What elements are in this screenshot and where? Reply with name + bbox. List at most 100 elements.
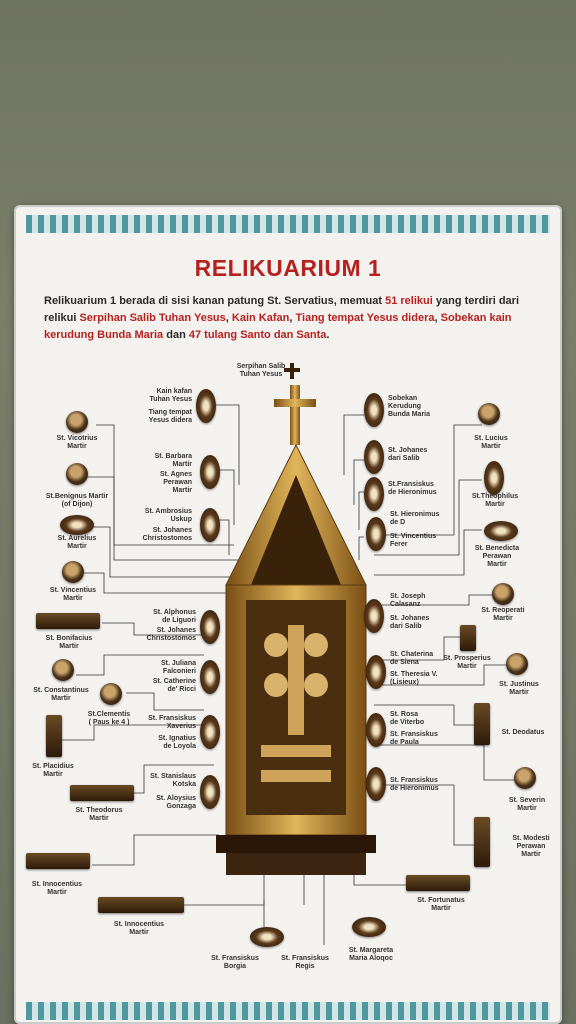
label-tiang: Tiang tempat Yesus didera bbox=[148, 409, 192, 424]
relic-medal-icon bbox=[62, 561, 84, 583]
intro-paragraph: Relikuarium 1 berada di sisi kanan patun… bbox=[44, 293, 538, 344]
relic-almond-icon bbox=[364, 477, 384, 511]
label-fransiskus-regis: St. Fransiskus Regis bbox=[281, 955, 329, 970]
label-severin: St. Severin Martir bbox=[508, 797, 546, 812]
relic-medal-icon bbox=[492, 583, 514, 605]
label-bonifacius: St. Bonifacius Martir bbox=[45, 635, 93, 650]
intro-highlight: Serpihan Salib Tuhan Yesus bbox=[79, 312, 226, 324]
label-juliana: St. Juliana Falconieri bbox=[160, 660, 196, 675]
relic-almond-icon bbox=[364, 440, 384, 474]
intro-highlight: Kain Kafan bbox=[231, 312, 290, 324]
label-modesti: St. Modesti Perawan Martir bbox=[512, 835, 550, 858]
label-catherine: St. Catherine de' Ricci bbox=[152, 678, 196, 693]
label-stanislaus: St. Stanislaus Kotska bbox=[150, 773, 196, 788]
relic-case-icon bbox=[26, 853, 90, 869]
relic-almond-icon bbox=[200, 715, 220, 749]
relic-almond-icon bbox=[250, 927, 284, 947]
relic-medal-icon bbox=[66, 411, 88, 433]
intro-text: Relikuarium 1 berada di sisi kanan patun… bbox=[44, 295, 386, 307]
intro-highlight: 51 relikui bbox=[385, 295, 433, 307]
relic-medal-icon bbox=[100, 683, 122, 705]
label-vicotrius: St. Vicotrius Martir bbox=[56, 435, 98, 450]
label-fransiskus-xav: St. Fransiskus Xaverius bbox=[148, 715, 196, 730]
label-deodatus: St. Deodatus bbox=[501, 729, 545, 736]
label-fransiskus-borgia: St. Fransiskus Borgia bbox=[211, 955, 259, 970]
relic-case-icon bbox=[36, 613, 100, 629]
label-rosa: St. Rosa de Viterbo bbox=[390, 711, 425, 726]
intro-text: , bbox=[289, 312, 296, 324]
label-ignatius: St. Ignatius de Loyola bbox=[158, 735, 196, 750]
label-clementis: St.Clementis ( Paus ke 4 ) bbox=[87, 711, 131, 726]
label-theodorus: St. Theodorus Martir bbox=[75, 807, 123, 822]
relic-medal-icon bbox=[506, 653, 528, 675]
label-alphonus: St. Alphonus de Liguori bbox=[153, 609, 196, 624]
connector-lines bbox=[60, 404, 519, 945]
label-innocentius: St. Innocentius Martir bbox=[31, 881, 83, 896]
label-sobekan: Sobekan Kerudung Bunda Maria bbox=[388, 395, 431, 418]
label-benignus: St.Benignus Martir (of Dijon) bbox=[45, 493, 109, 508]
label-vincentius-martir: St. Vincentius Martir bbox=[49, 587, 97, 602]
label-fransiskus-paula: St. Fransiskus de Paula bbox=[390, 731, 438, 746]
label-theresia: St. Theresia V. (Lisieux) bbox=[390, 671, 438, 686]
intro-highlight: Sobekan kain kerudung Bunda Maria bbox=[44, 312, 512, 341]
relic-medal-icon bbox=[66, 463, 88, 485]
label-kain-kafan: Kain kafan Tuhan Yesus bbox=[149, 388, 192, 403]
relic-case-icon bbox=[406, 875, 470, 891]
label-johanes-chr2: St. Johanes Christostomos bbox=[146, 627, 196, 642]
relic-almond-icon bbox=[366, 517, 386, 551]
decorative-border-top bbox=[26, 215, 550, 233]
relic-medal-icon bbox=[514, 767, 536, 789]
label-johanes-salib2: St. Johanes dari Salib bbox=[390, 615, 430, 630]
intro-text: , bbox=[434, 312, 441, 324]
label-johanes-chr: St. Johanes Christostomos bbox=[142, 527, 192, 542]
label-aurelius: St. Aurelius Martir bbox=[57, 535, 97, 550]
label-margareta: St. Margareta Maria Aloqoc bbox=[348, 947, 394, 962]
label-barbara: St. Barbara Martir bbox=[154, 453, 192, 468]
intro-text: . bbox=[326, 329, 330, 341]
relic-case-icon bbox=[46, 715, 62, 757]
relic-almond-icon bbox=[364, 599, 384, 633]
label-hieronimus: St. Hieronimus de D bbox=[390, 511, 440, 526]
intro-text: dan bbox=[163, 329, 189, 341]
relic-almond-icon bbox=[200, 660, 220, 694]
relic-almond-icon bbox=[200, 610, 220, 644]
relic-almond-icon bbox=[364, 393, 384, 427]
label-benedicta: St. Benedicta Perawan Martir bbox=[474, 545, 520, 568]
intro-text: yang terdiri dari relikui bbox=[44, 295, 520, 324]
relic-almond-icon bbox=[484, 461, 504, 495]
decorative-border-bottom bbox=[26, 1002, 550, 1020]
label-prosperius: St. Prosperius Martir bbox=[443, 655, 491, 670]
label-constantinus: St. Constantinus Martir bbox=[33, 687, 89, 702]
label-johanes-salib: St. Johanes dari Salib bbox=[388, 447, 428, 462]
label-aloysius: St. Aloysius Gonzaga bbox=[156, 795, 196, 810]
relic-almond-icon bbox=[366, 655, 386, 689]
label-lucius: St. Lucius Martir bbox=[474, 435, 508, 450]
label-ambrosius: St. Ambrosius Uskup bbox=[144, 508, 192, 523]
cross-icon bbox=[284, 363, 300, 379]
relic-case-icon bbox=[98, 897, 184, 913]
relikuarium-poster: RELIKUARIUM 1 Relikuarium 1 berada di si… bbox=[14, 205, 562, 1024]
relic-almond-icon bbox=[196, 389, 216, 423]
label-fransiskus-hier2: St. Fransiskus de Hieronimus bbox=[390, 777, 439, 792]
intro-highlight: 47 tulang Santo dan Santa bbox=[188, 329, 327, 341]
label-reoperati: St. Reoperati Martir bbox=[481, 607, 525, 622]
relic-case-icon bbox=[474, 817, 490, 867]
label-theophilus: St.Theophilus Martir bbox=[471, 493, 519, 508]
reliquary-illustration bbox=[216, 385, 376, 875]
intro-highlight: Tiang tempat Yesus didera bbox=[295, 312, 435, 324]
label-agnes: St. Agnes Perawan Martir bbox=[159, 471, 192, 494]
label-serpihan-salib: Serpihan Salib Tuhan Yesus bbox=[236, 363, 286, 378]
label-joseph: St. Joseph Calasanz bbox=[390, 593, 426, 608]
relic-almond-icon bbox=[60, 515, 94, 535]
relic-medal-icon bbox=[52, 659, 74, 681]
label-justinus: St. Justinus Martir bbox=[499, 681, 539, 696]
label-fransiskus-hier: St.Fransiskus de Hieronimus bbox=[388, 481, 437, 496]
relic-case-icon bbox=[70, 785, 134, 801]
poster-title: RELIKUARIUM 1 bbox=[194, 255, 382, 281]
relic-almond-icon bbox=[484, 521, 518, 541]
relic-almond-icon bbox=[200, 455, 220, 489]
intro-text: , bbox=[225, 312, 232, 324]
label-fortunatus: St. Fortunatus Martir bbox=[417, 897, 465, 912]
relic-almond-icon bbox=[366, 767, 386, 801]
relic-almond-icon bbox=[200, 508, 220, 542]
